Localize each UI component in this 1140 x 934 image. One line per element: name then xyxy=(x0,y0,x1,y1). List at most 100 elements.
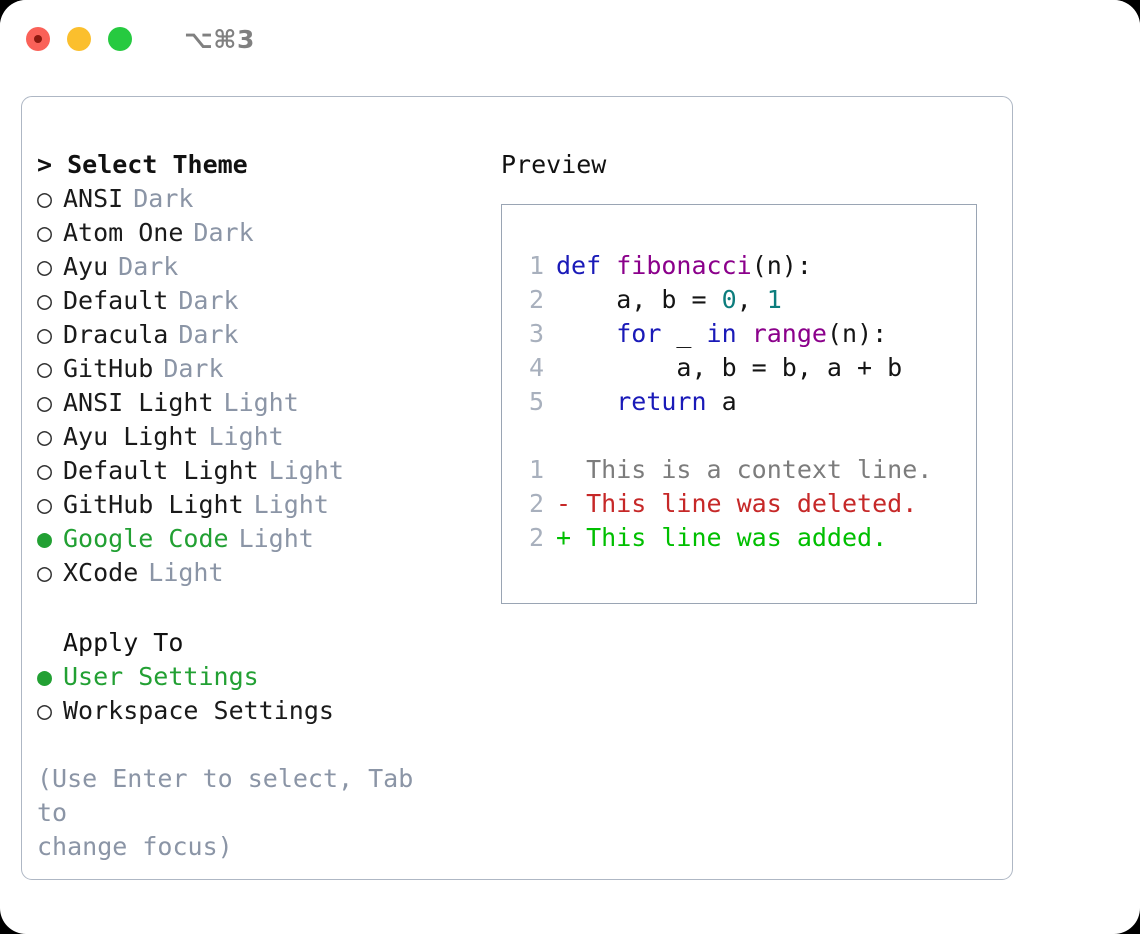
theme-option-ayu[interactable]: ○ Ayu Dark xyxy=(37,250,492,284)
line-number: 1 xyxy=(528,251,544,280)
help-text: (Use Enter to select, Tab to change focu… xyxy=(37,764,414,861)
keyboard-shortcut-label: ⌥⌘3 xyxy=(184,24,255,54)
theme-option-default[interactable]: ○ Default Dark xyxy=(37,284,492,318)
radio-unselected-icon: ○ xyxy=(37,490,53,519)
theme-option-xcode[interactable]: ○ XCode Light xyxy=(37,556,492,590)
apply-to-list[interactable]: ● User Settings ○Workspace Settings xyxy=(37,660,492,728)
theme-variant-tag: Light xyxy=(238,524,314,553)
code-token xyxy=(737,319,752,348)
section-spacer xyxy=(37,590,492,626)
radio-selected-icon: ● xyxy=(37,662,53,691)
radio-unselected-icon: ○ xyxy=(37,422,53,451)
apply-to-option-user-settings[interactable]: ● User Settings xyxy=(37,660,492,694)
code-token: def xyxy=(556,251,617,280)
line-number: 4 xyxy=(528,353,544,382)
line-number: 2 xyxy=(528,489,544,518)
radio-unselected-icon: ○ xyxy=(37,388,53,417)
apply-to-header: Apply To xyxy=(63,628,184,657)
code-token: 1 xyxy=(766,285,782,314)
theme-option-label: Default xyxy=(63,286,169,315)
code-token: , xyxy=(736,285,767,314)
line-number: 3 xyxy=(528,319,544,348)
theme-variant-tag: Dark xyxy=(193,218,254,247)
code-token: (n): xyxy=(826,319,888,348)
code-token: range xyxy=(751,319,827,348)
diff-line-ctx: 1 This is a context line. xyxy=(522,453,932,487)
theme-option-label: XCode xyxy=(63,558,139,587)
radio-unselected-icon: ○ xyxy=(37,286,53,315)
diff-sign xyxy=(556,455,571,484)
code-token: for xyxy=(616,319,662,348)
radio-unselected-icon: ○ xyxy=(37,320,53,349)
radio-unselected-icon: ○ xyxy=(37,456,53,485)
diff-text: This line was deleted. xyxy=(571,489,918,518)
radio-unselected-icon: ○ xyxy=(37,558,53,587)
code-blank-line xyxy=(522,419,932,453)
code-line: 1 def fibonacci(n): xyxy=(522,249,932,283)
zoom-button[interactable] xyxy=(108,27,132,51)
theme-variant-tag: Light xyxy=(268,456,344,485)
line-number: 5 xyxy=(528,387,544,416)
close-button[interactable] xyxy=(26,27,50,51)
minimize-button[interactable] xyxy=(67,27,91,51)
theme-variant-tag: Dark xyxy=(178,320,239,349)
code-token: (n): xyxy=(751,251,812,280)
preview-title: Preview xyxy=(501,150,607,179)
apply-to-option-label: Workspace Settings xyxy=(63,696,334,725)
code-token: a, b = b, a + b xyxy=(556,353,903,382)
code-token: fibonacci xyxy=(616,251,752,280)
code-line: 2 a, b = 0, 1 xyxy=(522,283,932,317)
theme-variant-tag: Dark xyxy=(118,252,179,281)
code-line: 5 return a xyxy=(522,385,932,419)
theme-option-github-light[interactable]: ○ GitHub Light Light xyxy=(37,488,492,522)
theme-option-label: ANSI xyxy=(63,184,124,213)
theme-variant-tag: Light xyxy=(208,422,284,451)
diff-sign: + xyxy=(556,523,572,552)
code-line: 3 for _ in range(n): xyxy=(522,317,932,351)
theme-option-label: Default Light xyxy=(63,456,259,485)
theme-variant-tag: Light xyxy=(223,388,299,417)
code-token xyxy=(556,319,616,348)
apply-to-option-workspace-settings[interactable]: ○Workspace Settings xyxy=(37,694,492,728)
theme-option-label: Google Code xyxy=(63,524,229,553)
theme-option-label: ANSI Light xyxy=(63,388,214,417)
window-titlebar: ⌥⌘3 xyxy=(0,0,1140,78)
theme-option-dracula[interactable]: ○ Dracula Dark xyxy=(37,318,492,352)
code-token: return xyxy=(616,387,707,416)
theme-variant-tag: Light xyxy=(148,558,224,587)
theme-option-label: Ayu xyxy=(63,252,109,281)
code-token xyxy=(556,387,616,416)
traffic-lights xyxy=(26,27,132,51)
code-token: a, b = xyxy=(556,285,722,314)
theme-option-ansi-light[interactable]: ○ ANSI Light Light xyxy=(37,386,492,420)
theme-option-label: Dracula xyxy=(63,320,169,349)
radio-unselected-icon: ○ xyxy=(37,252,53,281)
line-number: 2 xyxy=(528,523,544,552)
theme-option-label: Atom One xyxy=(63,218,184,247)
theme-option-label: GitHub Light xyxy=(63,490,244,519)
diff-text: This line was added. xyxy=(571,523,888,552)
radio-unselected-icon: ○ xyxy=(37,184,53,213)
theme-list-header: > Select Theme xyxy=(37,150,248,179)
code-token: 0 xyxy=(721,285,737,314)
theme-option-default-light[interactable]: ○ Default Light Light xyxy=(37,454,492,488)
diff-line-del: 2- This line was deleted. xyxy=(522,487,932,521)
apply-to-option-label: User Settings xyxy=(63,662,259,691)
code-line: 4 a, b = b, a + b xyxy=(522,351,932,385)
line-number: 2 xyxy=(528,285,544,314)
code-token: _ xyxy=(661,319,707,348)
theme-variant-tag: Light xyxy=(253,490,329,519)
theme-variant-tag: Dark xyxy=(178,286,239,315)
